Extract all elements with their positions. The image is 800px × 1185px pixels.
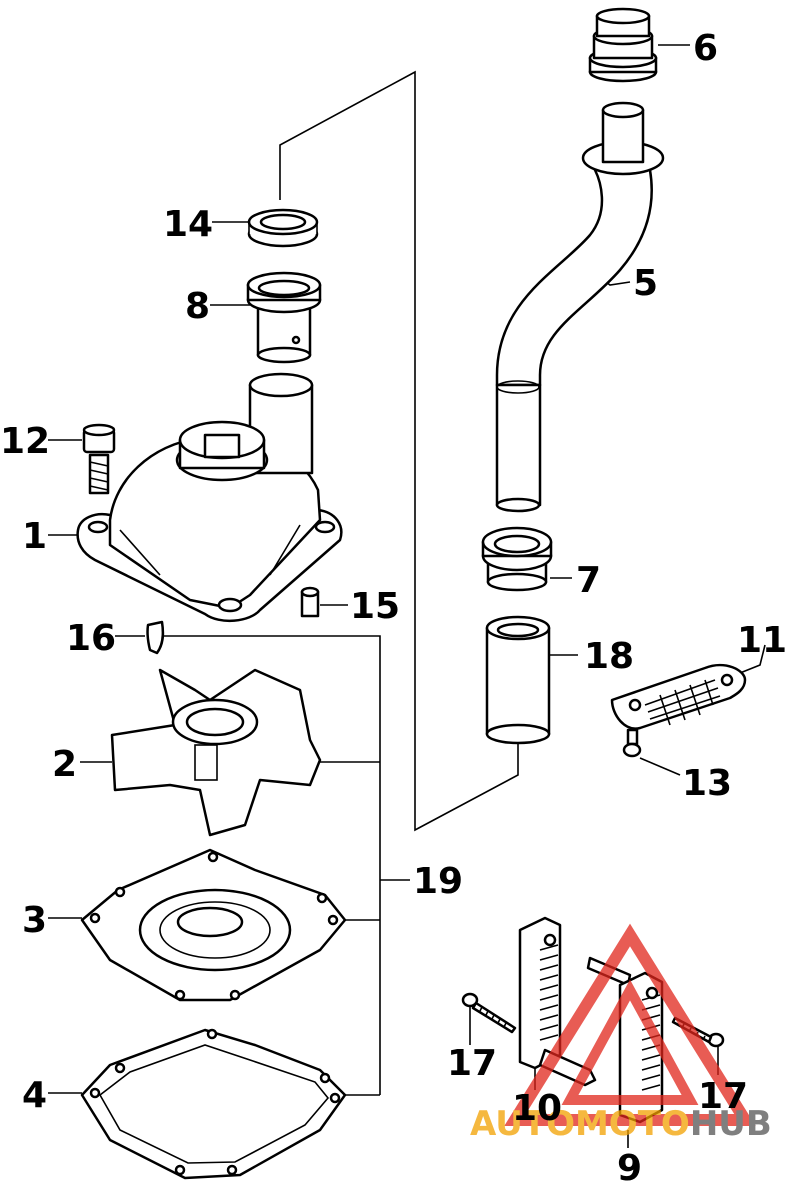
callout-12: 12	[0, 421, 50, 462]
watermark-part2: HUB	[690, 1104, 772, 1144]
watermark: AUTOMOTOHUB	[470, 923, 772, 1144]
pump-housing-part	[76, 372, 343, 623]
callout-18: 18	[584, 636, 634, 677]
callout-13: 13	[682, 763, 732, 804]
callout-1: 1	[22, 516, 47, 557]
watermark-triangle	[504, 923, 756, 1126]
sleeve-part	[485, 615, 551, 745]
callout-10: 10	[512, 1088, 562, 1129]
pin-part	[300, 586, 320, 618]
watermark-part1: AUTOMOTO	[470, 1104, 690, 1144]
screen-part	[610, 663, 747, 730]
callout-5: 5	[633, 263, 658, 304]
gasket-part	[80, 1028, 347, 1180]
key-part	[146, 620, 165, 655]
bushing-part	[246, 271, 322, 364]
callout-labels: 6 14 5 8 12 1 7 15 16 11 18 2 13 19 3 17…	[0, 28, 787, 1185]
seal-ring-part	[247, 208, 319, 248]
seal-part	[481, 526, 553, 592]
callout-2: 2	[52, 744, 77, 785]
callout-19: 19	[413, 861, 463, 902]
callout-16: 16	[66, 618, 116, 659]
callout-14: 14	[163, 204, 213, 245]
water-tube-part	[495, 101, 665, 513]
callout-6: 6	[693, 28, 718, 69]
callout-11: 11	[737, 620, 787, 661]
callout-3: 3	[22, 900, 47, 941]
callout-9: 9	[617, 1148, 642, 1185]
callout-7: 7	[576, 560, 601, 601]
impeller-part	[110, 668, 322, 837]
callout-4: 4	[22, 1075, 47, 1116]
callout-17-right: 17	[698, 1076, 748, 1117]
callout-15: 15	[350, 586, 400, 627]
bolt-part	[82, 423, 116, 495]
callout-8: 8	[185, 286, 210, 327]
screw-part	[622, 728, 642, 758]
callout-17-left: 17	[447, 1043, 497, 1084]
wear-plate-part	[80, 848, 347, 1002]
grommet-part	[588, 7, 658, 83]
watermark-text: AUTOMOTOHUB	[470, 1104, 772, 1144]
